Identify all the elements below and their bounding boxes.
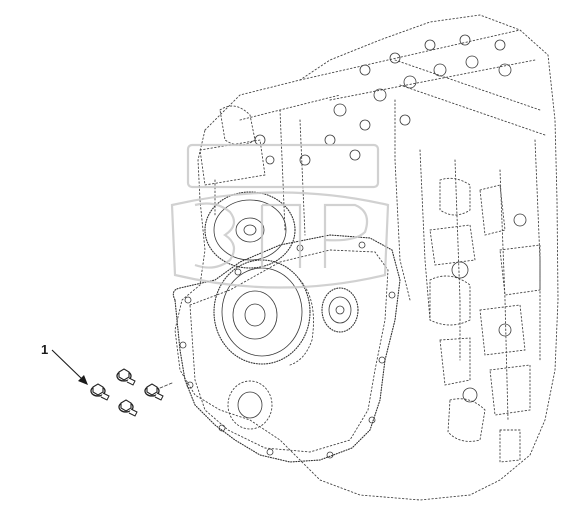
watermark-logo [170,143,390,289]
cam-gear [204,191,296,269]
callout-label: 1 [41,342,48,357]
hex-flange-bolt-icon [118,399,138,417]
timing-gears [204,191,359,430]
callout-1: 1 [41,342,88,385]
hex-flange-bolt-icon [90,383,110,401]
callout-leader-line [51,349,83,380]
callout-arrowhead [78,375,88,385]
head-bolt-pattern [254,34,512,166]
pump-gear [321,287,359,333]
front-cover-plate [172,234,401,463]
crank-hub [227,380,273,430]
engine-block [174,14,559,501]
idler-gear [213,259,314,366]
bolts-item-1 [90,368,173,417]
hex-flange-bolt-icon [116,368,136,386]
hex-flange-bolt-icon [144,383,164,401]
